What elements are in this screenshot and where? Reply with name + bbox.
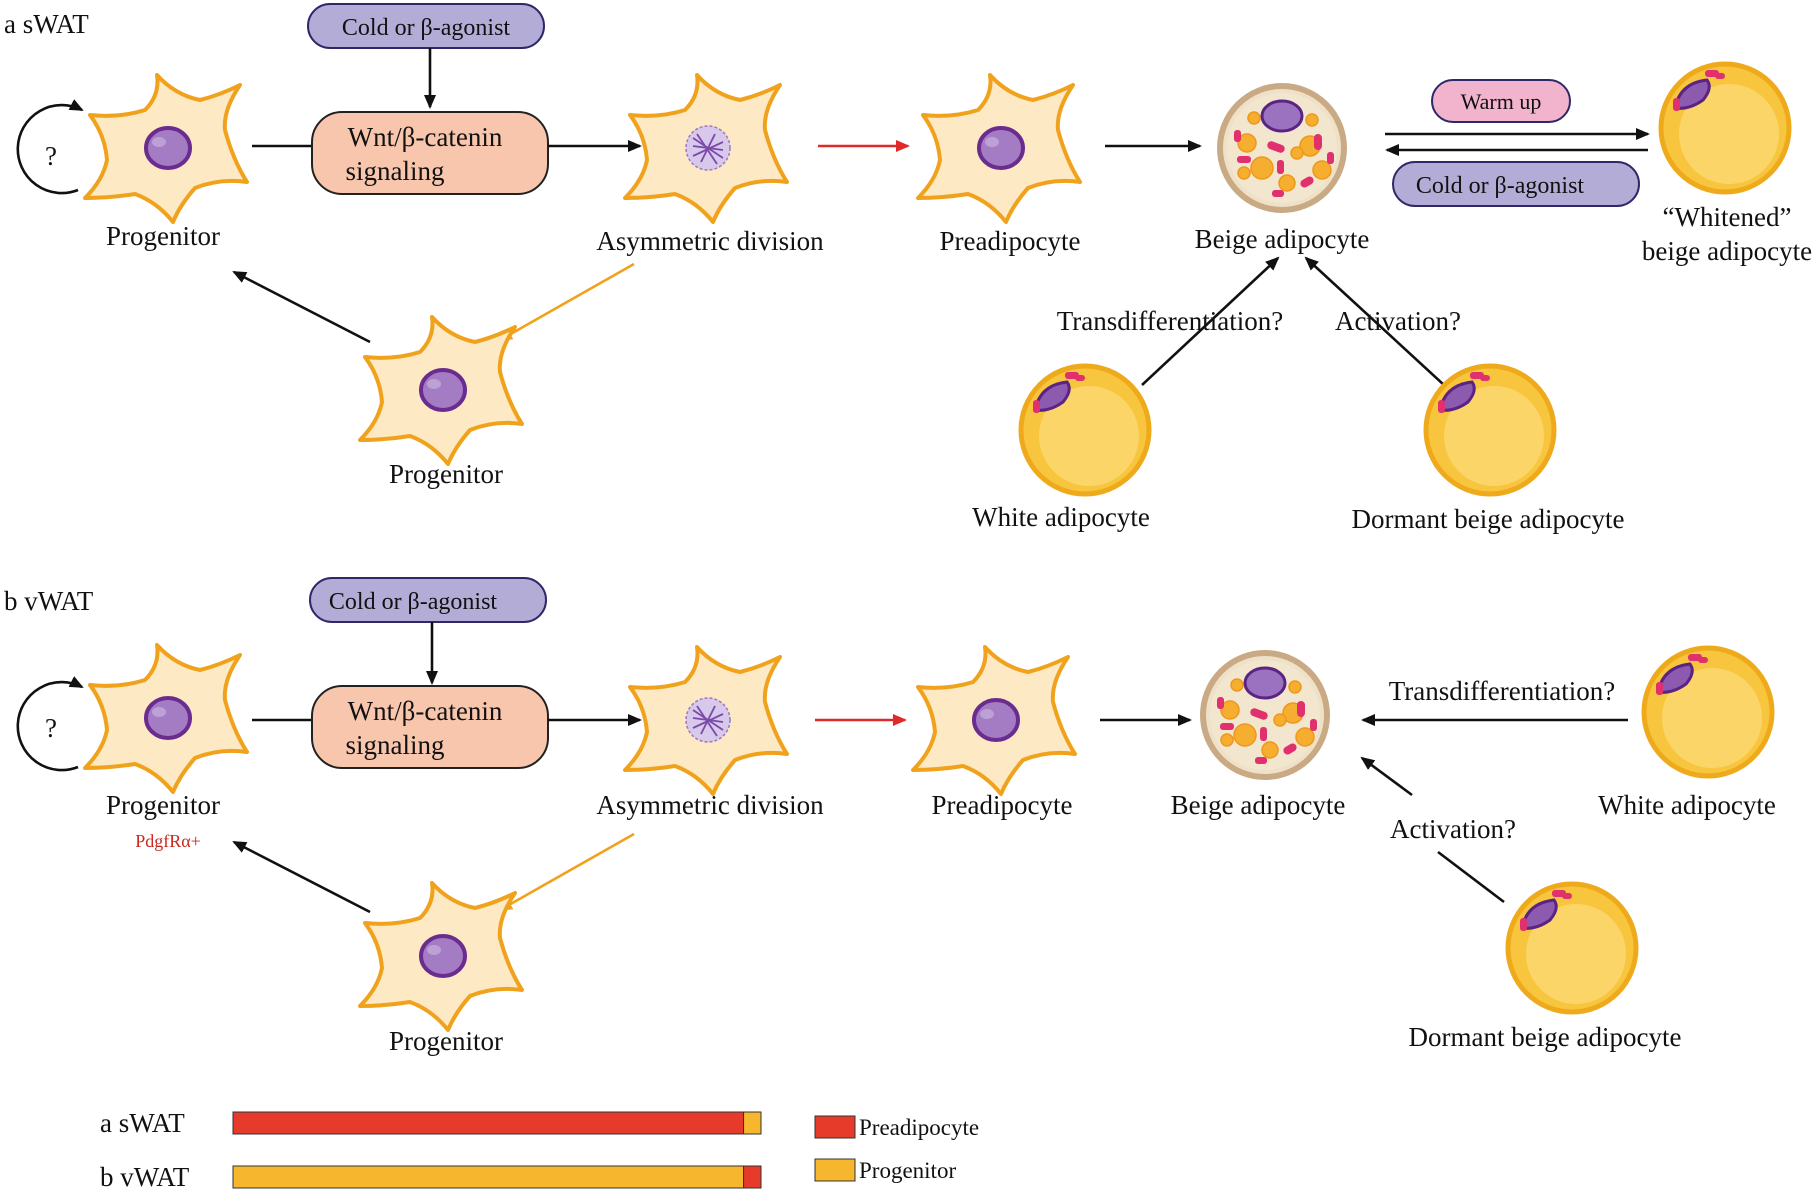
bar-row-label-b: b vWAT (100, 1162, 190, 1192)
legend-swatch-preadipocyte (814, 1115, 856, 1139)
transdifferentiation-label-a: Transdifferentiation? (1057, 306, 1283, 336)
white-adipocyte-b (1644, 648, 1772, 776)
preadipocyte-cell-a (916, 73, 1082, 224)
beige-adipocyte-a (1220, 86, 1344, 210)
progenitor-bottom-label-b: Progenitor (389, 1026, 503, 1056)
progenitor-cell-b (83, 643, 249, 794)
whitened-label-line2: beige adipocyte (1642, 236, 1812, 266)
signaling-box-a-line2: signaling (346, 156, 445, 186)
dormant-beige-adipocyte-a (1426, 366, 1554, 494)
legend-swatch-progenitor (814, 1158, 856, 1182)
stimulus-pill-b: Cold or β-agonist (309, 577, 547, 623)
self-renewal-loop-a (16, 99, 84, 195)
bar-a-progenitor-segment (743, 1111, 762, 1135)
preadipocyte-cell-b (911, 645, 1077, 796)
progenitor-return-arrow-b (232, 840, 371, 914)
white-adipocyte-label-a: White adipocyte (972, 502, 1150, 532)
signaling-box-b: Wnt/β-catenin signaling (311, 685, 549, 769)
whitened-beige-adipocyte (1661, 64, 1789, 192)
panel-b: b vWAT Cold or β-agonist ? Progenitor Pd… (4, 577, 1776, 1056)
signaling-box-b-line2: signaling (346, 730, 445, 760)
stimulus-pill-a: Cold or β-agonist (307, 3, 545, 49)
signaling-box-a: Wnt/β-catenin signaling (311, 111, 549, 195)
pdgfra-marker-label: PdgfRα+ (135, 831, 201, 851)
whitened-label-line1: “Whitened” (1663, 202, 1792, 232)
dividing-cell-a (623, 73, 789, 224)
dividing-cell-b (623, 645, 789, 796)
signaling-box-b-line1: Wnt/β-catenin (348, 696, 503, 726)
white-adipocyte-a (1021, 366, 1149, 494)
legend-label-progenitor: Progenitor (859, 1158, 956, 1183)
preadipocyte-label-a: Preadipocyte (940, 226, 1081, 256)
panel-a: a sWAT Cold or β-agonist ? Progenitor Wn… (4, 3, 1812, 534)
bar-row-label-a: a sWAT (100, 1108, 185, 1138)
bar-b-preadipocyte-segment (743, 1165, 762, 1189)
legend-label-preadipocyte: Preadipocyte (859, 1115, 979, 1140)
stimulus-pill-b-label: Cold or β-agonist (329, 589, 498, 615)
dormant-beige-adipocyte-b (1508, 884, 1636, 1012)
preadipocyte-label-b: Preadipocyte (932, 790, 1073, 820)
cold-back-pill: Cold or β-agonist (1392, 161, 1640, 207)
activation-label-b: Activation? (1390, 814, 1516, 844)
warm-up-pill: Warm up (1431, 79, 1571, 123)
progenitor-label-b: Progenitor (106, 790, 220, 820)
progenitor-cell-a (83, 73, 249, 224)
beige-adipocyte-b (1203, 653, 1327, 777)
progenitor-label-a: Progenitor (106, 221, 220, 251)
transdifferentiation-label-b: Transdifferentiation? (1389, 676, 1615, 706)
progenitor-bottom-label-a: Progenitor (389, 459, 503, 489)
bar-row-a (232, 1111, 762, 1135)
progenitor-bottom-cell-b (358, 881, 524, 1032)
signaling-box-a-line1: Wnt/β-catenin (348, 122, 503, 152)
loop-question-b: ? (45, 713, 57, 743)
panel-a-label: a sWAT (4, 9, 89, 39)
dormant-to-beige-arrow-a (1304, 256, 1445, 386)
progenitor-return-arrow-a (232, 270, 371, 344)
bar-a-preadipocyte-segment (232, 1111, 745, 1135)
dormant-beige-label-b: Dormant beige adipocyte (1409, 1022, 1682, 1052)
division-to-progenitor-arrow-a (498, 262, 635, 342)
cold-back-label: Cold or β-agonist (1416, 173, 1585, 199)
activation-label-a: Activation? (1335, 306, 1461, 336)
loop-question-a: ? (45, 141, 57, 171)
beige-adipocyte-label-a: Beige adipocyte (1195, 224, 1370, 254)
self-renewal-loop-b (16, 676, 84, 772)
bar-b-progenitor-segment (232, 1165, 745, 1189)
panel-b-label: b vWAT (4, 586, 94, 616)
activation-arrow-b (1360, 756, 1413, 797)
dormant-beige-label-a: Dormant beige adipocyte (1352, 504, 1625, 534)
asymmetric-division-label-a: Asymmetric division (596, 226, 824, 256)
white-adipocyte-label-b: White adipocyte (1598, 790, 1776, 820)
beige-adipocyte-label-b: Beige adipocyte (1171, 790, 1346, 820)
progenitor-bottom-cell-a (358, 315, 524, 466)
composition-bars: a sWAT b vWAT Preadipocyte Progenitor (100, 1108, 979, 1192)
division-to-progenitor-arrow-b (498, 832, 635, 912)
legend: Preadipocyte Progenitor (814, 1115, 979, 1183)
warm-up-label: Warm up (1461, 89, 1542, 114)
dormant-to-activation-line-b (1437, 850, 1505, 904)
stimulus-pill-a-label: Cold or β-agonist (342, 15, 511, 41)
asymmetric-division-label-b: Asymmetric division (596, 790, 824, 820)
bar-row-b (232, 1165, 762, 1189)
white-to-beige-arrow-a (1141, 256, 1280, 386)
